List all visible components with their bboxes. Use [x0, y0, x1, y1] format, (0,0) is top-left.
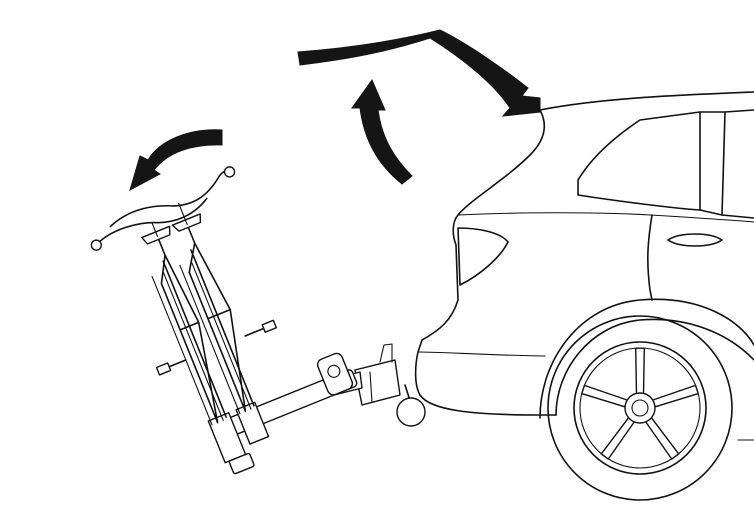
wheel-spoke: [600, 416, 636, 460]
wheel-arch: [539, 298, 754, 419]
wheel-spoke: [635, 347, 645, 396]
tailgate-lift-arrow: [351, 78, 413, 185]
tyre-outer: [547, 315, 733, 501]
car-belt-line: [457, 212, 754, 223]
saddle-2: [171, 213, 202, 232]
wheel-spoke: [651, 384, 699, 408]
saddle-1: [141, 225, 171, 245]
rack-upright-right: [190, 249, 255, 407]
wheel-spoke: [644, 416, 680, 460]
bike-wheel-edge-1: [151, 271, 224, 426]
door-line: [647, 214, 653, 301]
stems: [151, 202, 188, 238]
pedal-right: [244, 326, 267, 337]
rack-clamp: [354, 359, 401, 406]
window-pillar: [699, 111, 726, 216]
rack-upright-left: [162, 260, 227, 418]
handlebar-1: [95, 197, 208, 246]
wheel-spoke: [581, 384, 629, 408]
rear-bumper: [419, 394, 557, 416]
tail-light: [457, 227, 509, 286]
handlebar-2: [109, 170, 231, 228]
tilt-rotation-arrow: [129, 129, 223, 192]
bar-end-left: [90, 239, 102, 251]
tailgate-open-arrow: [297, 29, 541, 117]
tilt-pivot: [316, 352, 354, 396]
car-rear: [414, 91, 754, 441]
pedal-right-block: [261, 319, 278, 333]
wheel-hub: [624, 392, 656, 424]
tow-ball: [396, 397, 426, 427]
rim-outer: [573, 341, 707, 475]
tilted-bike-rack: [90, 166, 358, 475]
bike-wheel-edge-2: [179, 260, 252, 415]
pivot-bolt: [327, 364, 341, 378]
car-front-side-window: [721, 109, 754, 219]
pedal-left-block: [155, 362, 172, 376]
rear-wheel: [547, 315, 733, 501]
car-rear-side-window: [577, 111, 701, 211]
hub-cap: [631, 399, 649, 417]
clamp-lever: [369, 343, 393, 403]
bumper-crease: [417, 351, 546, 357]
bike2-frame: [188, 242, 247, 413]
car-roofline: [539, 91, 754, 111]
door-handle: [667, 233, 723, 247]
pedal-left: [166, 359, 187, 369]
bike1-frame: [160, 254, 219, 424]
wheel-arch-inner: [555, 318, 754, 416]
rack-light-left: [228, 452, 255, 475]
wheel-tray-right: [235, 401, 270, 445]
bar-end-right: [223, 166, 236, 178]
